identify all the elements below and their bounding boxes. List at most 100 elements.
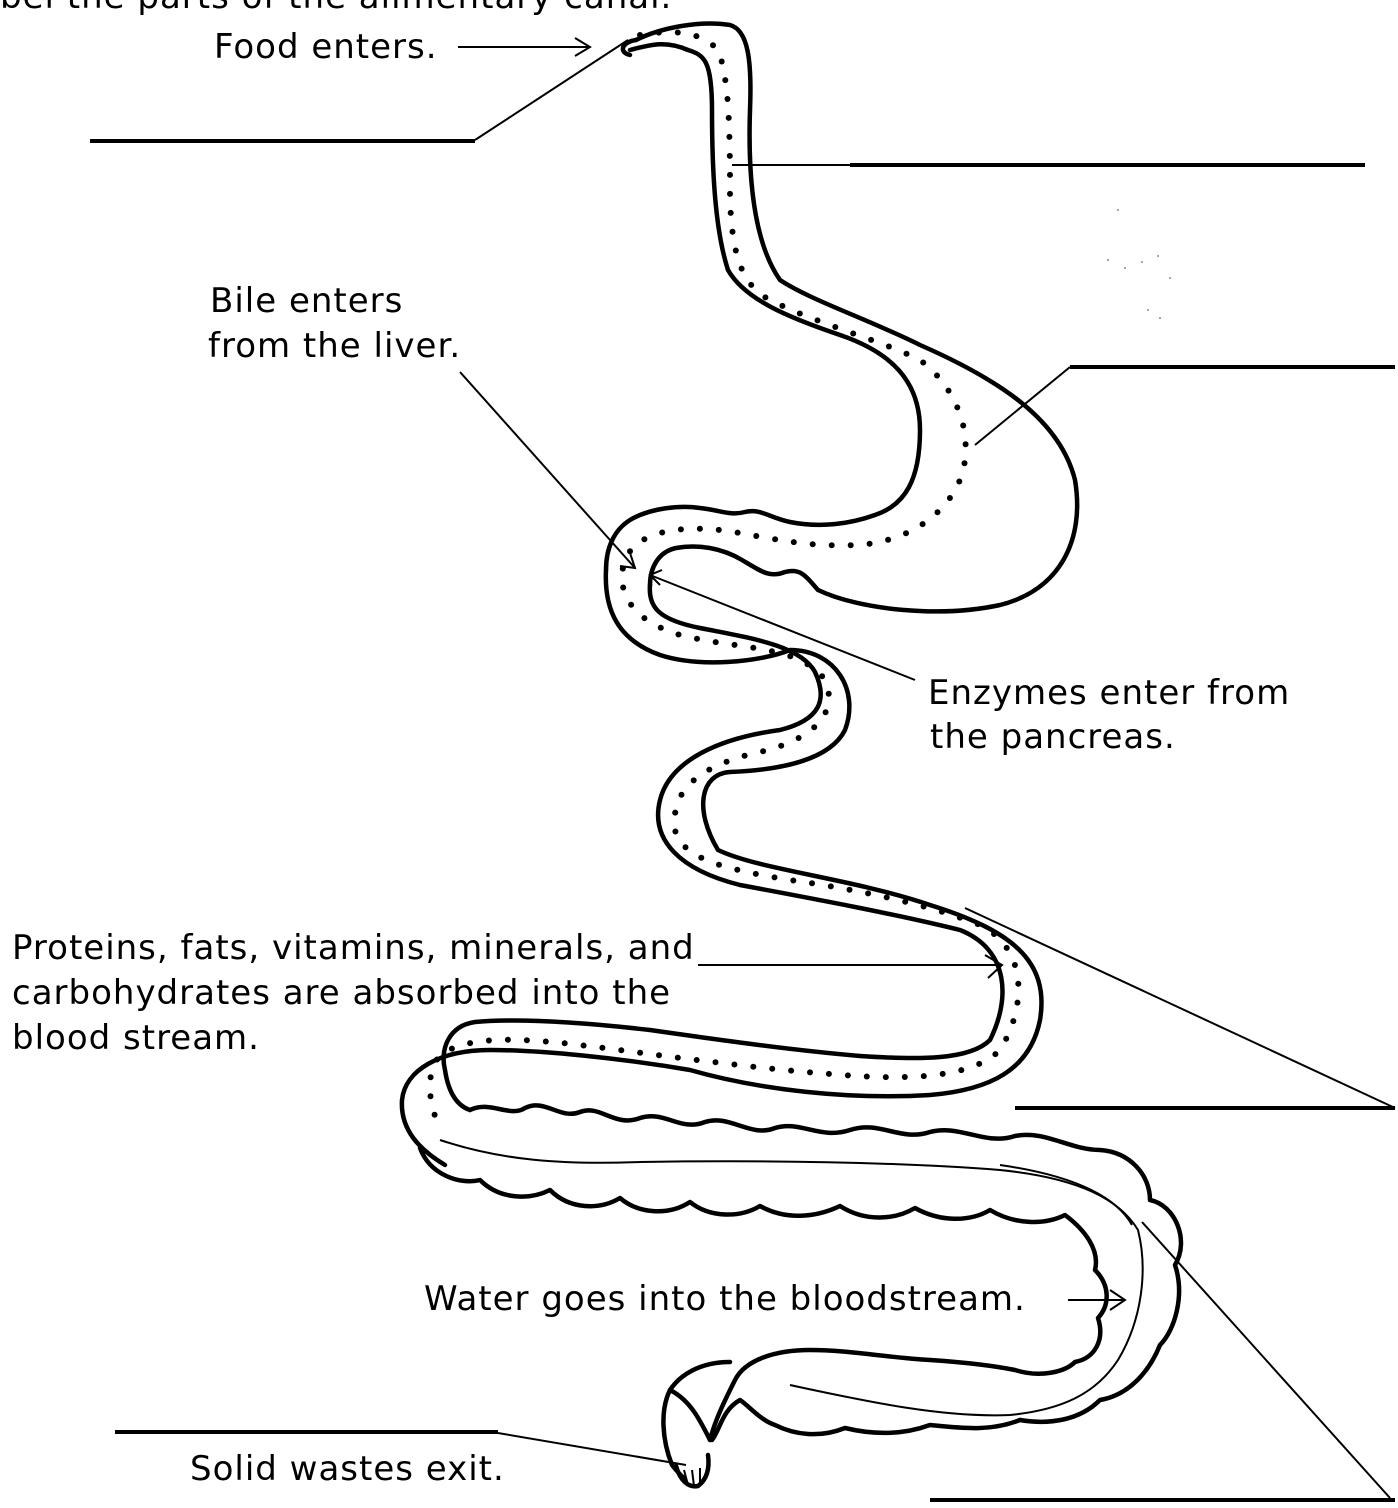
food-path-dot xyxy=(637,1050,643,1056)
food-path-dot xyxy=(562,1040,568,1046)
food-path-dot xyxy=(486,1038,492,1044)
leader-mouth xyxy=(475,40,628,140)
food-path-dot xyxy=(947,495,953,501)
food-path-dot xyxy=(753,533,759,539)
leader-bile xyxy=(460,372,635,568)
food-path-dot xyxy=(903,530,909,536)
food-path-dot xyxy=(791,539,797,545)
food-path-dot xyxy=(719,59,725,65)
food-path-dot xyxy=(828,883,834,889)
food-path-dot xyxy=(676,632,682,638)
food-path-dot xyxy=(920,521,926,527)
food-path-dot xyxy=(620,585,626,591)
food-path-dot xyxy=(934,373,940,379)
esophagus-stomach-outer-wall xyxy=(636,23,1077,611)
food-path-dot xyxy=(772,874,778,880)
food-path-dot xyxy=(921,1073,927,1079)
food-path-dot xyxy=(805,661,811,667)
food-path-dot xyxy=(883,1074,889,1080)
food-path-dot xyxy=(724,759,730,765)
food-path-dot xyxy=(811,724,817,730)
colon-outer-left-upper xyxy=(670,1362,730,1390)
food-path-dot xyxy=(728,210,734,216)
food-path-dot xyxy=(710,42,716,48)
small-intestine-outer-wall xyxy=(402,570,1042,1165)
label-enzymes-line2: the pancreas. xyxy=(930,716,1176,758)
food-path-dot xyxy=(1010,1018,1016,1024)
food-path-dot xyxy=(810,541,816,547)
food-path-dot xyxy=(628,602,634,608)
leader-large-intestine xyxy=(1142,1222,1390,1498)
paper-specks xyxy=(1107,209,1171,319)
food-path-dot xyxy=(975,921,981,927)
food-path-dot xyxy=(599,1045,605,1051)
food-path-dot xyxy=(864,1074,870,1080)
food-path-dot xyxy=(739,266,745,272)
food-path-dot xyxy=(956,479,962,485)
food-path-dot xyxy=(735,530,741,536)
food-path-dot xyxy=(733,248,739,254)
leader-anus xyxy=(498,1433,686,1465)
food-path-dot xyxy=(845,1072,851,1078)
food-path-dot xyxy=(829,542,835,548)
food-path-dot xyxy=(963,441,969,447)
food-path-dot xyxy=(734,867,740,873)
food-path-dot xyxy=(672,810,678,816)
food-path-dot xyxy=(750,645,756,651)
food-path-dot xyxy=(960,423,966,429)
food-path-dot xyxy=(867,541,873,547)
food-path-dot xyxy=(691,777,697,783)
food-path-dot xyxy=(683,844,689,850)
label-enzymes-line1: Enzymes enter from xyxy=(928,672,1290,714)
food-path-dot xyxy=(992,1051,998,1057)
food-path-dot xyxy=(694,1057,700,1063)
food-path-dot xyxy=(940,1071,946,1077)
food-path-dot xyxy=(1003,1036,1009,1042)
food-path-dot xyxy=(726,134,732,140)
food-path-dot xyxy=(727,172,733,178)
food-path-dot xyxy=(865,890,871,896)
food-path-dot xyxy=(772,536,778,542)
food-path-dot xyxy=(467,1040,473,1046)
esophagus-stomach-inner-wall xyxy=(606,44,920,570)
food-path-dot xyxy=(693,33,699,39)
food-path-dot xyxy=(428,1074,434,1080)
food-path-dot xyxy=(787,653,793,659)
food-path-dot xyxy=(962,460,968,466)
food-path-dot xyxy=(809,880,815,886)
food-path-dot xyxy=(428,1093,434,1099)
food-path-dot xyxy=(726,115,732,121)
food-path-dot xyxy=(939,909,945,915)
food-path-dot xyxy=(716,527,722,533)
food-path-dot xyxy=(832,324,838,330)
food-path-dot xyxy=(524,1037,530,1043)
food-path-dot xyxy=(697,526,703,532)
food-path-dot xyxy=(920,360,926,366)
food-path-dot xyxy=(658,625,664,631)
food-path-dot xyxy=(656,1052,662,1058)
food-path-dot xyxy=(432,1112,438,1118)
food-path-dot xyxy=(778,743,784,749)
food-path-dot xyxy=(656,30,662,36)
food-path-dot xyxy=(678,526,684,532)
food-path-dot xyxy=(850,331,856,337)
food-path-dot xyxy=(1015,1000,1021,1006)
label-bile-line2: from the liver. xyxy=(208,325,461,367)
food-path-dot xyxy=(847,887,853,893)
food-path-dot xyxy=(769,1066,775,1072)
food-path-dot xyxy=(904,351,910,357)
food-path-dot xyxy=(958,1067,964,1073)
food-path-dot xyxy=(722,77,728,83)
food-path-dot xyxy=(753,871,759,877)
food-path-dot xyxy=(727,153,733,159)
food-path-dot xyxy=(760,748,766,754)
food-path-dot xyxy=(641,536,647,542)
food-path-dot xyxy=(618,1047,624,1053)
food-path-dot xyxy=(698,855,704,861)
food-path-dot xyxy=(797,311,803,317)
food-path-dot xyxy=(732,642,738,648)
food-path-dot xyxy=(641,615,647,621)
food-path-dot xyxy=(807,1069,813,1075)
food-path-dot xyxy=(581,1043,587,1049)
